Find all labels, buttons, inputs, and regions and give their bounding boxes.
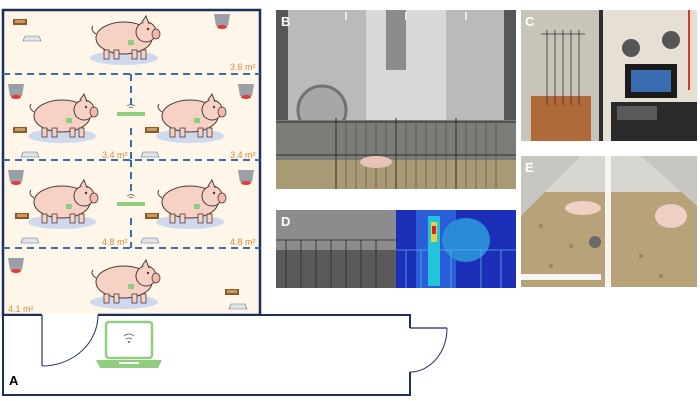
trough-icon [145,127,159,133]
trough-icon [225,289,239,295]
panel-c-photo [521,10,697,141]
pen-area-label: 4.1 m² [8,304,34,314]
panel-b-scene [276,10,516,189]
tray-icon [228,303,248,310]
panel-label-d: D [281,214,291,229]
tray-icon [20,151,40,158]
tray-icon [22,35,42,42]
panel-label-b: B [281,14,291,29]
tray-icon [20,237,40,244]
tray-icon [140,151,160,158]
panel-c-scene [521,10,697,141]
pen-area-label: 4.8 m² [230,237,256,247]
pen-area-label: 3.4 m² [102,150,128,160]
trough-icon [15,213,29,219]
trough-icon [145,213,159,219]
trough-icon [13,127,27,133]
panel-e-scene [521,156,697,287]
panel-d-scene [276,210,516,288]
panel-label-e: E [525,160,534,175]
pen-area-label: 3.4 m² [230,150,256,160]
panel-b-photo [276,10,516,189]
panel-label-c: C [525,14,535,29]
tray-icon [140,237,160,244]
panel-d-photo [276,210,516,288]
sensor-icon [117,112,145,116]
pen-area-label: 3.6 m² [230,62,256,72]
laptop-icon [96,320,162,368]
trough-icon [13,19,27,25]
pen-area-label: 4.8 m² [102,237,128,247]
panel-e-photo [521,156,697,287]
panel-label-a: A [9,373,19,388]
sensor-icon [117,202,145,206]
